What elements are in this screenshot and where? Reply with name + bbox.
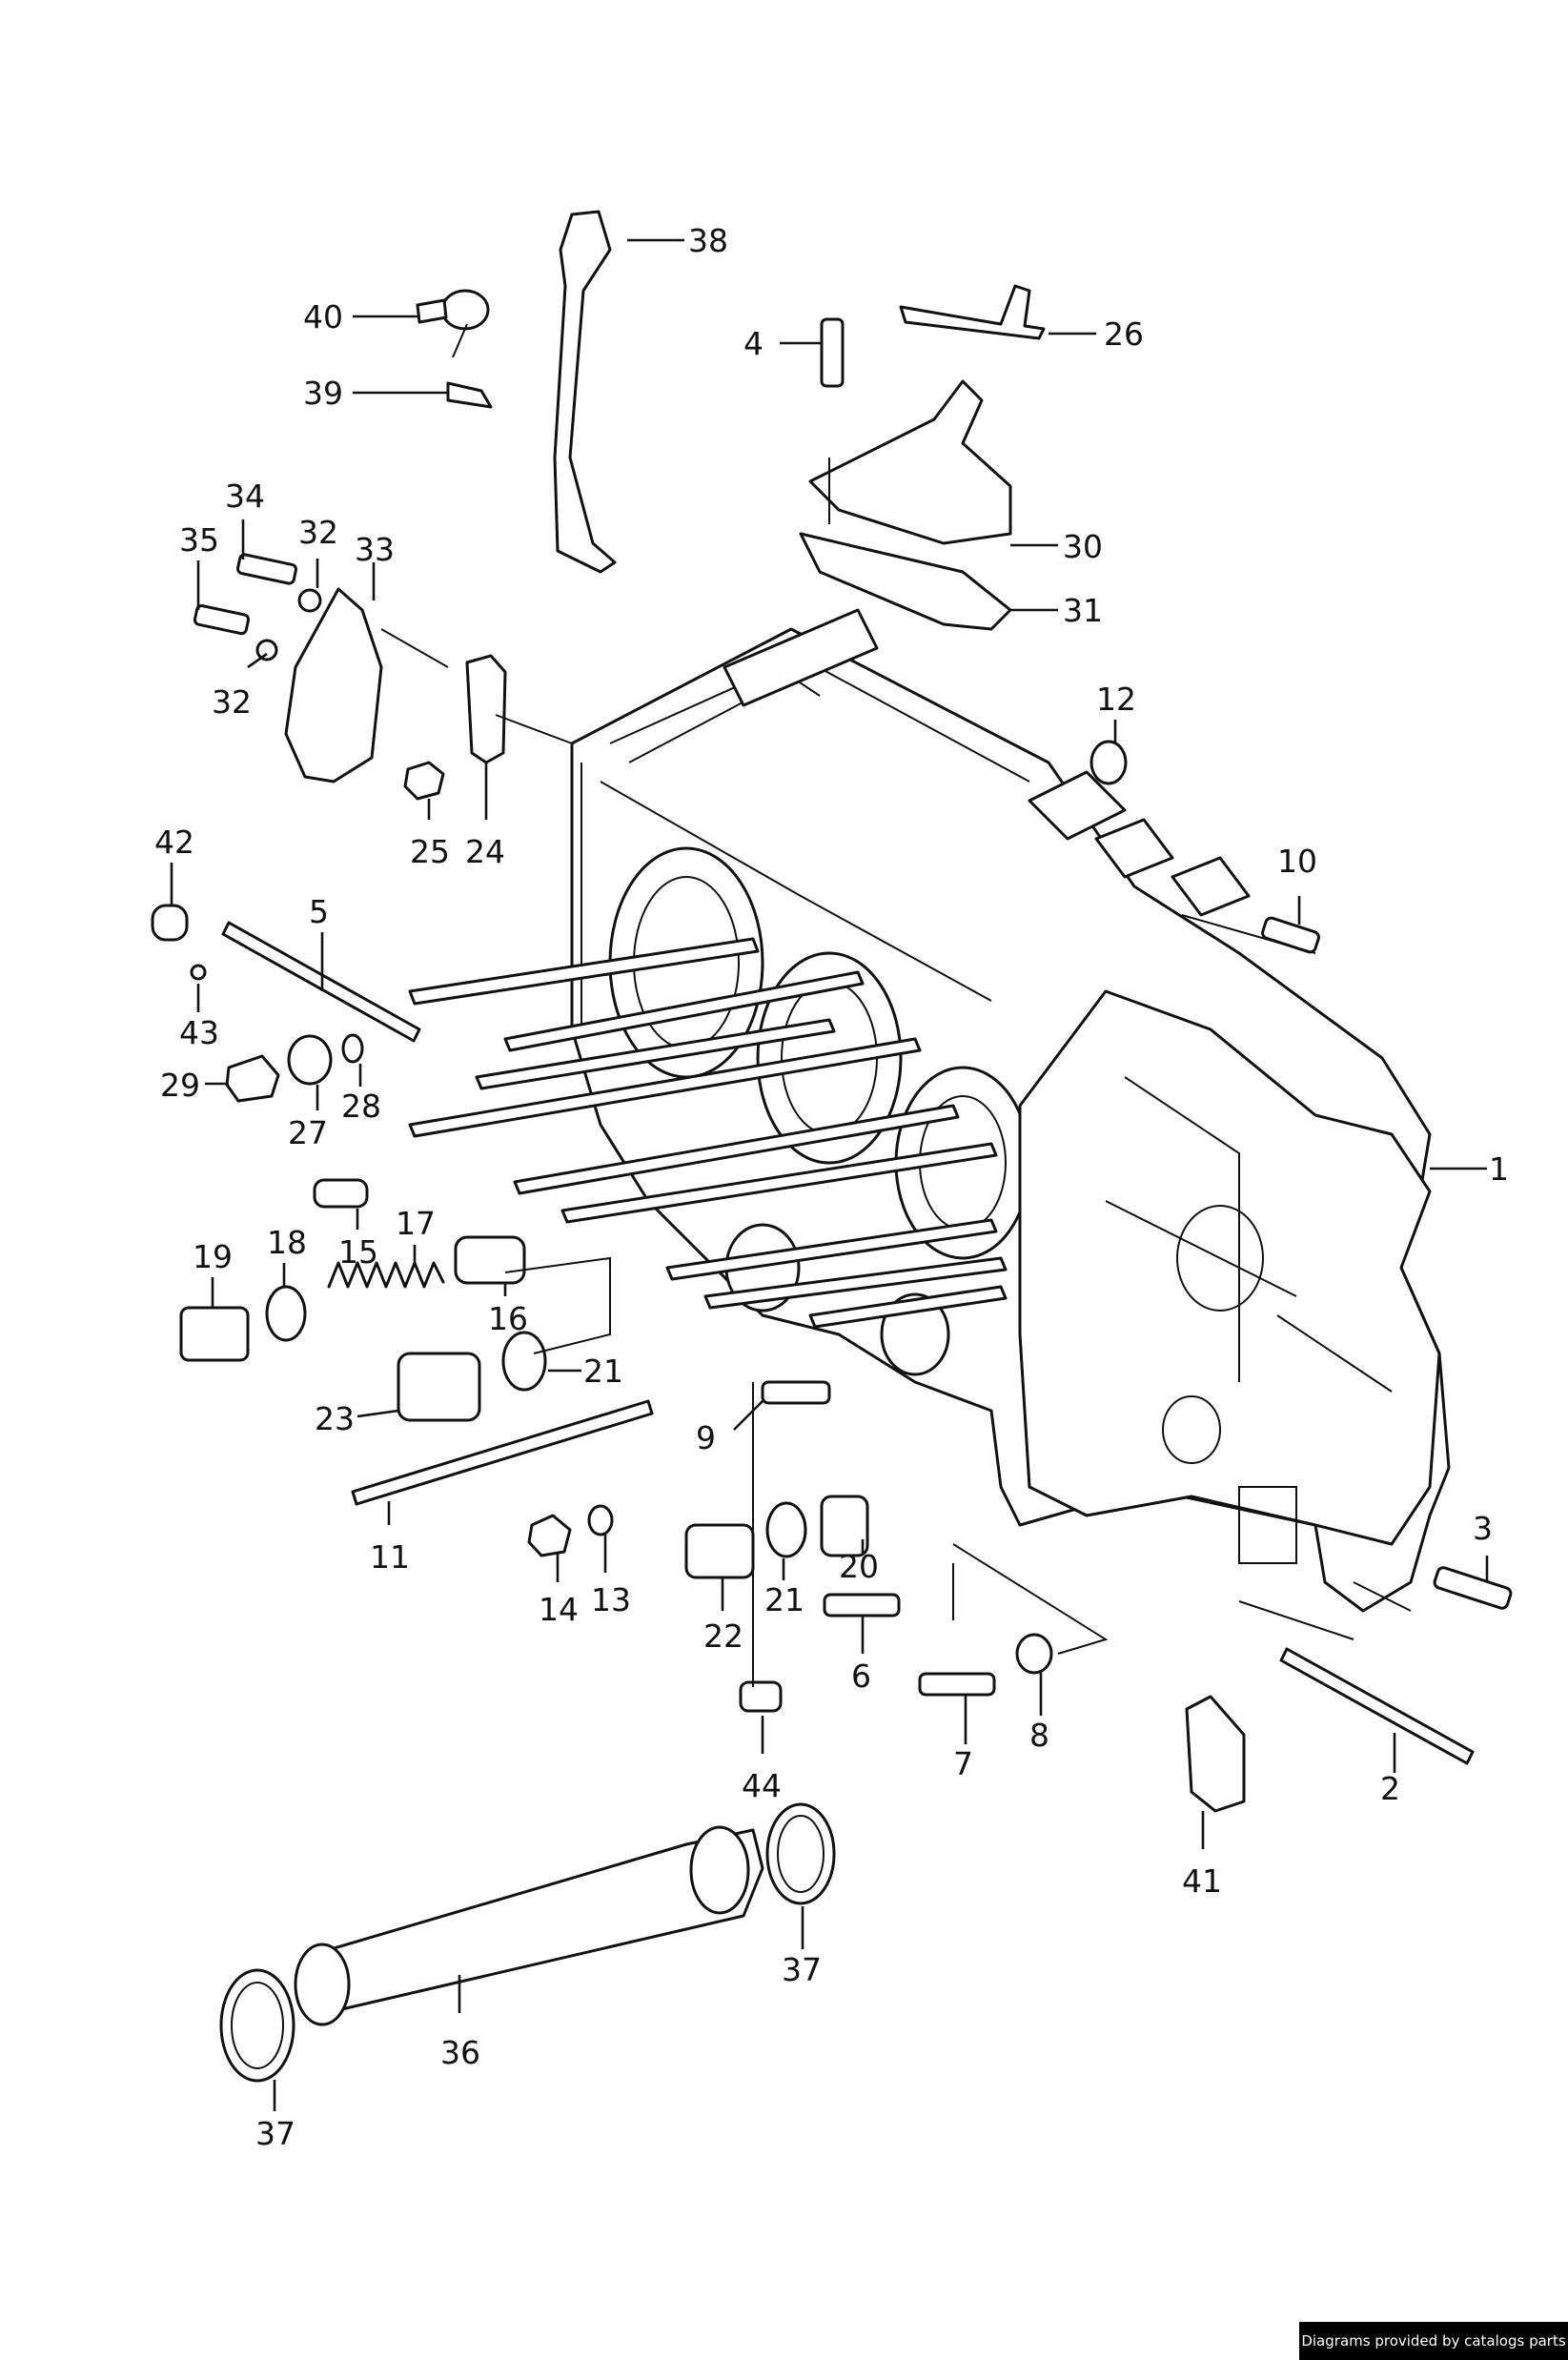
studs bbox=[408, 937, 1008, 1329]
callout-18[interactable]: 18 bbox=[267, 1224, 307, 1261]
callout-34[interactable]: 34 bbox=[225, 478, 265, 515]
callout-21b[interactable]: 21 bbox=[764, 1581, 804, 1618]
callout-7[interactable]: 7 bbox=[953, 1745, 973, 1782]
callout-17[interactable]: 17 bbox=[396, 1205, 436, 1242]
callout-24[interactable]: 24 bbox=[465, 833, 505, 870]
callout-27[interactable]: 27 bbox=[288, 1114, 328, 1151]
callout-12[interactable]: 12 bbox=[1096, 681, 1136, 718]
callout-29[interactable]: 29 bbox=[160, 1067, 200, 1104]
callout-15[interactable]: 15 bbox=[338, 1233, 378, 1271]
callout-42[interactable]: 42 bbox=[154, 824, 194, 861]
callout-25[interactable]: 25 bbox=[410, 833, 450, 870]
small-parts bbox=[151, 740, 1513, 1813]
assembly-guides bbox=[380, 323, 1412, 1687]
callout-35[interactable]: 35 bbox=[179, 521, 219, 559]
callout-11[interactable]: 11 bbox=[370, 1538, 410, 1576]
callout-6[interactable]: 6 bbox=[851, 1658, 871, 1695]
callout-5[interactable]: 5 bbox=[309, 893, 329, 930]
callout-23[interactable]: 23 bbox=[315, 1400, 355, 1437]
callout-28[interactable]: 28 bbox=[341, 1088, 381, 1125]
callout-22[interactable]: 22 bbox=[703, 1617, 743, 1655]
callout-44[interactable]: 44 bbox=[742, 1767, 782, 1804]
callout-38[interactable]: 38 bbox=[688, 222, 728, 259]
callout-16[interactable]: 16 bbox=[488, 1300, 528, 1337]
callout-30[interactable]: 30 bbox=[1063, 528, 1103, 565]
callout-4[interactable]: 4 bbox=[743, 325, 764, 362]
callout-13[interactable]: 13 bbox=[591, 1581, 631, 1618]
callout-19[interactable]: 19 bbox=[193, 1238, 233, 1275]
callout-32b[interactable]: 32 bbox=[212, 683, 252, 721]
callout-32a[interactable]: 32 bbox=[298, 514, 338, 551]
callout-31[interactable]: 31 bbox=[1063, 592, 1103, 629]
callout-41[interactable]: 41 bbox=[1182, 1862, 1222, 1900]
callout-labels: 1 2 3 4 5 6 7 8 9 10 11 12 13 14 15 16 1… bbox=[154, 222, 1509, 2152]
callout-10[interactable]: 10 bbox=[1277, 843, 1317, 880]
callout-36[interactable]: 36 bbox=[440, 2034, 480, 2071]
callout-8[interactable]: 8 bbox=[1029, 1717, 1049, 1754]
callout-9[interactable]: 9 bbox=[696, 1419, 716, 1456]
callout-3[interactable]: 3 bbox=[1473, 1510, 1493, 1547]
leader-lines bbox=[170, 238, 1489, 2111]
upper-parts bbox=[193, 210, 1046, 801]
callout-26[interactable]: 26 bbox=[1104, 315, 1144, 353]
callout-1[interactable]: 1 bbox=[1489, 1150, 1509, 1188]
callout-37a[interactable]: 37 bbox=[782, 1951, 822, 1988]
callout-40[interactable]: 40 bbox=[303, 298, 343, 336]
crankcase-half bbox=[570, 608, 1451, 1613]
callout-43[interactable]: 43 bbox=[179, 1014, 219, 1051]
pipe-assembly bbox=[219, 1802, 836, 2083]
callout-2[interactable]: 2 bbox=[1380, 1770, 1400, 1807]
callout-21a[interactable]: 21 bbox=[583, 1353, 623, 1390]
callout-39[interactable]: 39 bbox=[303, 375, 343, 412]
callout-37b[interactable]: 37 bbox=[255, 2115, 295, 2152]
diagram-credit: Diagrams provided by catalogs parts bbox=[1299, 2322, 1568, 2360]
callout-33[interactable]: 33 bbox=[355, 531, 395, 568]
callout-14[interactable]: 14 bbox=[539, 1591, 579, 1628]
callout-20[interactable]: 20 bbox=[839, 1548, 879, 1585]
